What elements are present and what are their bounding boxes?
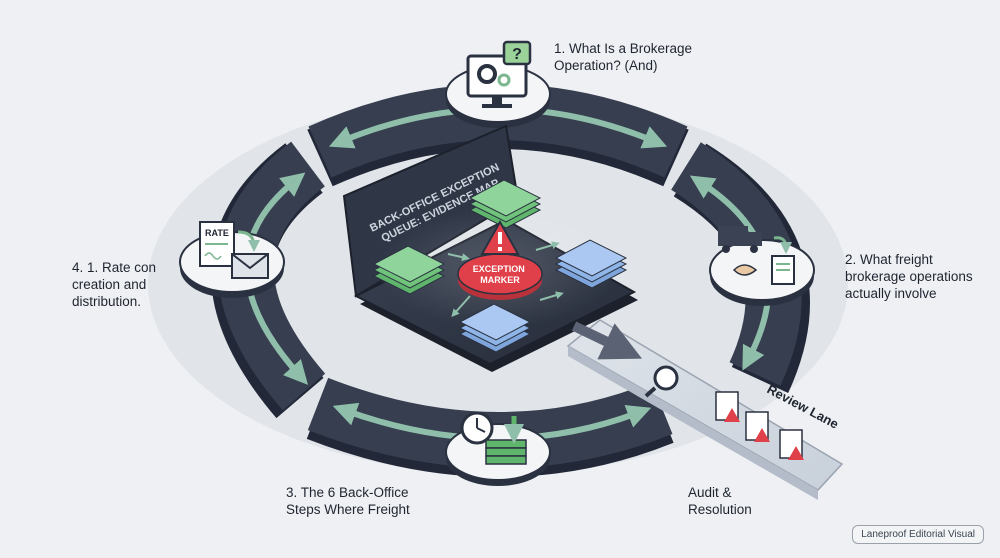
review-lane: Review Lane: [566, 319, 844, 500]
station-top: ?: [445, 40, 551, 128]
evidence-stack-green-left: [372, 245, 446, 295]
svg-text:?: ?: [512, 46, 522, 63]
exception-queue-panel: BACK-OFFICE EXCEPTION QUEUE: EVIDENCE MA…: [342, 124, 638, 372]
evidence-stack-green-top: [468, 179, 542, 229]
rate-doc-label: RATE: [205, 228, 229, 238]
marker-line1: EXCEPTION: [473, 264, 525, 274]
exception-marker: EXCEPTION MARKER: [457, 219, 543, 300]
flagged-document-3: [779, 429, 804, 460]
svg-text:EXCEPTION MARKER: EXCEPTION MARKER: [473, 264, 528, 285]
station-label-right: 2. What freight brokerage operations act…: [845, 252, 973, 301]
station-right: [709, 226, 815, 306]
station-label-bottom: 3. The 6 Back-Office Steps Where Freight: [286, 485, 410, 517]
flagged-document-2: [745, 411, 770, 442]
credit-badge: Laneproof Editorial Visual: [852, 525, 984, 544]
station-label-top: 1. What Is a Brokerage Operation? (And): [554, 41, 693, 73]
computer-settings-help-icon: ?: [466, 40, 532, 108]
rate-document-email-icon: RATE: [199, 221, 269, 279]
magnifier-icon: [644, 365, 679, 398]
review-lane-entry-arrow: [571, 321, 643, 360]
evidence-connectors: [447, 241, 564, 317]
station-left: RATE: [179, 221, 285, 298]
station-bottom: [445, 411, 551, 486]
evidence-stack-blue-bottom: [458, 303, 532, 353]
flagged-document-1: [715, 391, 740, 422]
evidence-stack-blue-right: [554, 239, 628, 289]
audit-resolution-label: Audit & Resolution: [688, 485, 752, 517]
clock-money-icon: [460, 411, 527, 465]
marker-line2: MARKER: [480, 275, 520, 285]
station-label-left: 4. 1. Rate con creation and distribution…: [72, 260, 157, 309]
truck-handshake-document-icon: [718, 226, 795, 285]
